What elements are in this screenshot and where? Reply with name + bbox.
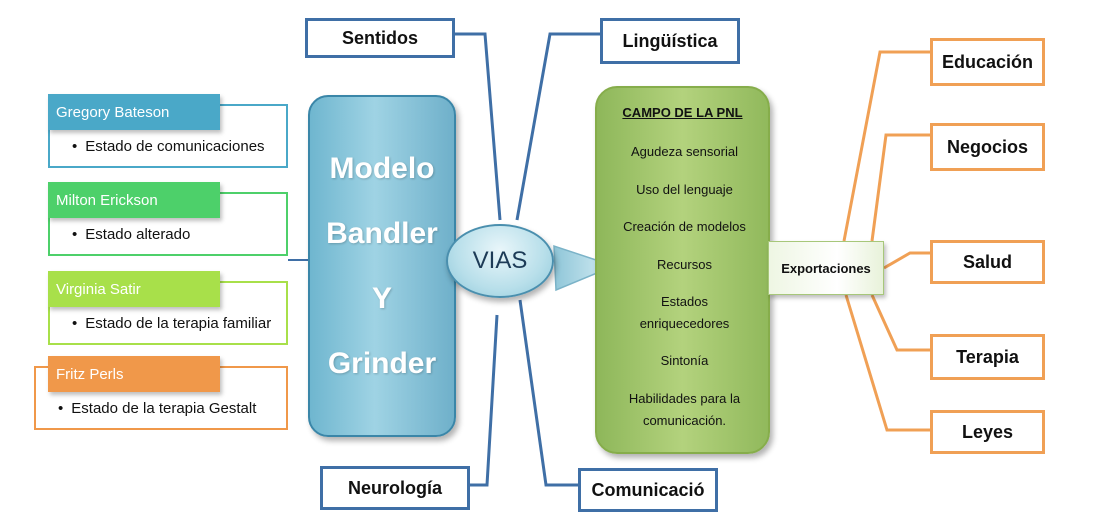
connector-linguistica <box>515 32 600 221</box>
bullet-icon: • <box>58 400 64 417</box>
campo-item: Sintonía <box>660 353 709 368</box>
person-name: Fritz Perls <box>48 356 220 392</box>
neurologia-box: Neurología <box>320 466 470 510</box>
connector-leyes <box>844 294 930 432</box>
sentidos-label: Sentidos <box>341 27 418 48</box>
export-negocios-box: Negocios <box>930 123 1045 171</box>
exportaciones-label: Exportaciones <box>781 260 871 276</box>
person-state: Estado de comunicaciones <box>85 138 265 155</box>
linguistica-box: Lingüística <box>600 18 740 64</box>
export-label: Salud <box>962 251 1012 272</box>
person-card-bateson: Gregory Bateson • Estado de comunicacione… <box>48 94 288 168</box>
person-name: Gregory Bateson <box>48 94 220 130</box>
person-name: Virginia Satir <box>48 271 220 307</box>
campo-item: Habilidades para la comunicación. <box>628 391 741 428</box>
campo-item: Estados enriquecedores <box>639 294 730 331</box>
campo-pnl-box: CAMPO DE LA PNL Agudeza sensorial Uso de… <box>595 86 770 454</box>
comunicacion-box: Comunicació <box>578 468 718 512</box>
person-name: Milton Erickson <box>48 182 220 218</box>
export-terapia-box: Terapia <box>930 334 1045 380</box>
person-card-perls: Fritz Perls • Estado de la terapia Gestal… <box>34 356 288 430</box>
export-label: Leyes <box>961 421 1014 442</box>
connector-comunicacion <box>518 299 578 487</box>
connector-educacion <box>842 50 930 242</box>
connector-salud <box>883 251 930 270</box>
campo-title: CAMPO DE LA PNL <box>622 105 743 120</box>
person-state: Estado de la terapia Gestalt <box>71 400 257 417</box>
bullet-icon: • <box>72 138 78 155</box>
bullet-icon: • <box>72 315 78 332</box>
export-label: Terapia <box>956 346 1019 367</box>
campo-item: Recursos <box>657 257 712 272</box>
bullet-icon: • <box>72 226 78 243</box>
model-word: Y <box>371 282 392 315</box>
export-leyes-box: Leyes <box>930 410 1045 454</box>
vias-label: VIAS <box>472 247 528 274</box>
model-word: Grinder <box>327 347 437 380</box>
connector-negocios <box>870 133 930 242</box>
campo-item: Uso del lenguaje <box>636 182 733 197</box>
connector-neurologia <box>470 314 499 487</box>
campo-item: Agudeza sensorial <box>631 144 738 159</box>
connector-sentidos <box>455 32 502 221</box>
connector-terapia <box>870 294 930 352</box>
person-state: Estado de la terapia familiar <box>85 315 272 332</box>
arrow-icon <box>553 244 617 292</box>
sentidos-box: Sentidos <box>305 18 455 58</box>
neurologia-label: Neurología <box>347 477 442 498</box>
export-label: Educación <box>941 51 1034 72</box>
campo-item: Creación de modelos <box>623 219 746 234</box>
export-educacion-box: Educación <box>930 38 1045 86</box>
model-word: Bandler <box>326 217 438 250</box>
comunicacion-label: Comunicació <box>591 479 705 500</box>
person-card-erickson: Milton Erickson • Estado alterado <box>48 182 288 256</box>
export-label: Negocios <box>946 136 1029 157</box>
model-box: Modelo Bandler Y Grinder <box>308 95 456 437</box>
person-card-satir: Virginia Satir • Estado de la terapia fam… <box>48 271 288 345</box>
vias-node: VIAS <box>446 224 554 298</box>
model-word: Modelo <box>329 152 435 185</box>
person-state: Estado alterado <box>85 226 191 243</box>
linguistica-label: Lingüística <box>622 30 718 51</box>
exportaciones-box: Exportaciones <box>768 241 884 295</box>
export-salud-box: Salud <box>930 240 1045 284</box>
